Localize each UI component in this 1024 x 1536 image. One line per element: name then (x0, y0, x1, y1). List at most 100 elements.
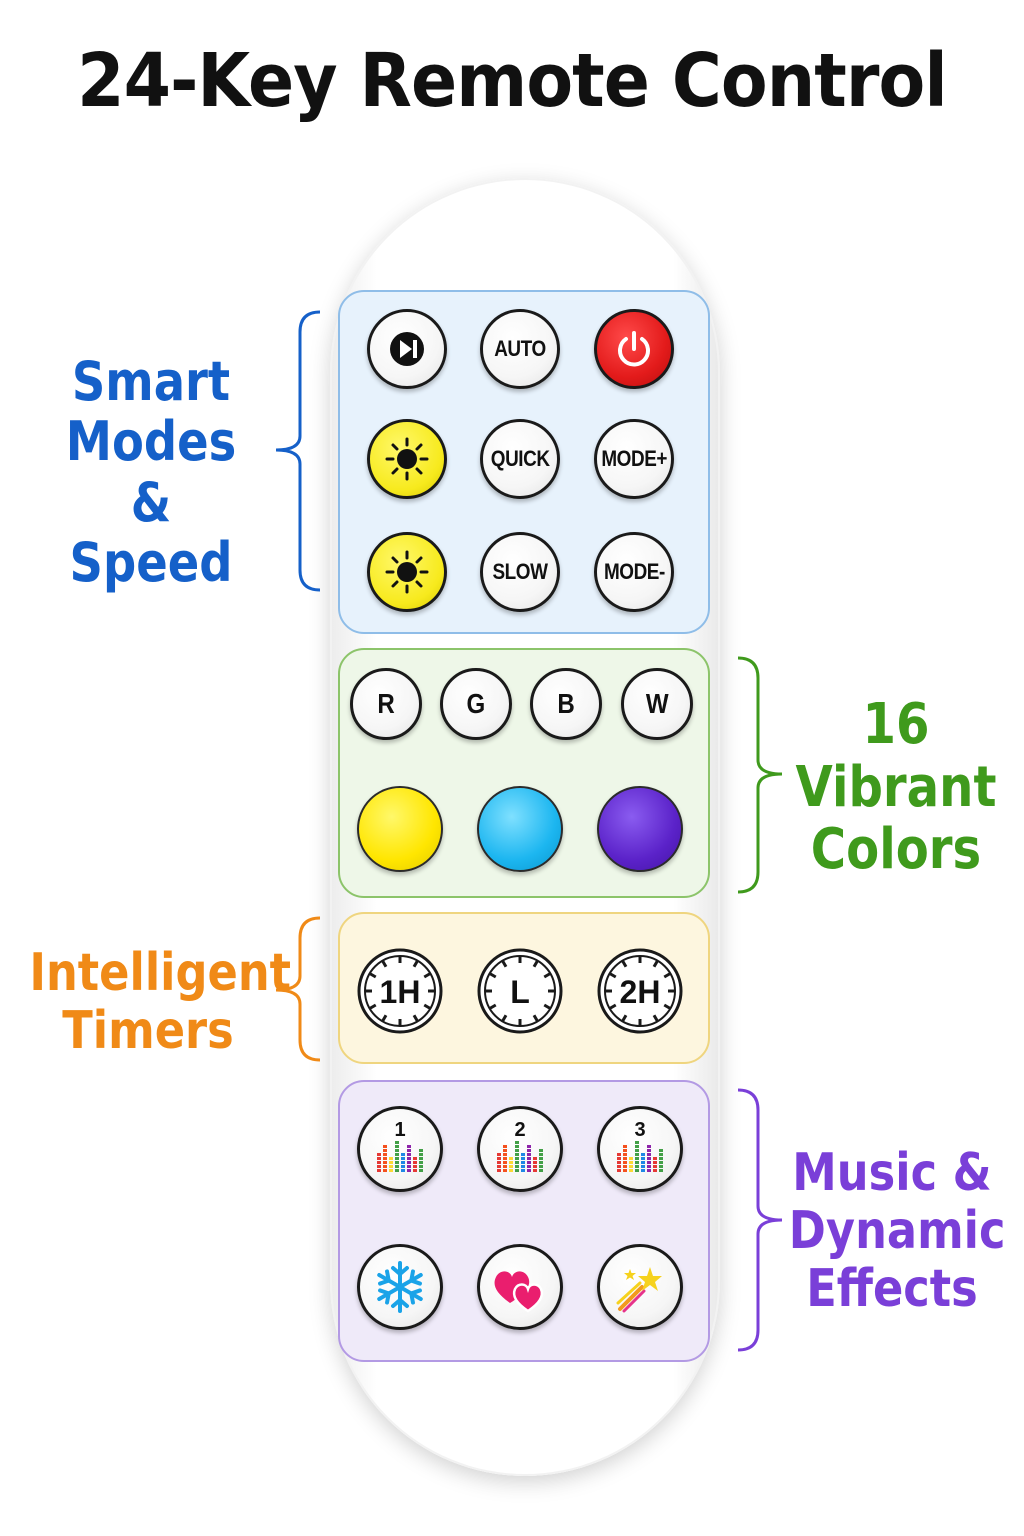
equalizer-icon: 1 (377, 1119, 423, 1172)
brightness-up-button[interactable] (367, 419, 447, 499)
power-button[interactable] (594, 309, 674, 389)
equalizer-segment (635, 1141, 639, 1144)
equalizer-segment (647, 1169, 651, 1172)
equalizer-segment (527, 1161, 531, 1164)
equalizer-segment (623, 1145, 627, 1148)
equalizer-segment (383, 1165, 387, 1168)
label-line: Timers (62, 1001, 234, 1062)
equalizer-segment (395, 1157, 399, 1160)
equalizer-segment (389, 1161, 393, 1164)
mode-plus-button[interactable]: MODE+ (594, 419, 674, 499)
label-smart-modes-speed: Smart Modes & Speed (44, 351, 259, 594)
equalizer-segment (641, 1165, 645, 1168)
cyan-color-button[interactable] (477, 786, 563, 872)
yellow-color-button[interactable] (357, 786, 443, 872)
equalizer-segment (521, 1161, 525, 1164)
clock-tick (543, 1003, 552, 1010)
equalizer-segment (395, 1153, 399, 1156)
equalizer-segment (413, 1169, 417, 1172)
snowflake-effect-button[interactable] (357, 1244, 443, 1330)
equalizer-segment (509, 1169, 513, 1172)
equalizer-segment (539, 1149, 543, 1152)
play-pause-icon (390, 332, 424, 366)
hearts-icon (494, 1271, 544, 1313)
quick-button[interactable]: QUICK (480, 419, 560, 499)
equalizer-segment (377, 1157, 381, 1160)
equalizer-segment (413, 1161, 417, 1164)
green-button[interactable]: G (440, 668, 512, 740)
red-label: R (377, 688, 395, 719)
equalizer-segment (623, 1153, 627, 1156)
play-pause-button[interactable] (367, 309, 447, 389)
white-label: W (645, 688, 669, 719)
equalizer-segment (419, 1165, 423, 1168)
clock-tick (543, 972, 552, 979)
timer-1h-button[interactable]: 1H (357, 948, 443, 1034)
label-line: Dynamic (788, 1201, 1006, 1262)
timer-2h-button[interactable]: 2H (597, 948, 683, 1034)
bracket-effects (737, 1088, 783, 1352)
equalizer-segment (503, 1169, 507, 1172)
equalizer-segment (515, 1153, 519, 1156)
music-mode-2-button[interactable]: 2 (477, 1106, 563, 1192)
sun-icon (385, 437, 429, 481)
equalizer-segment (377, 1153, 381, 1156)
equalizer-segment (641, 1157, 645, 1160)
auto-button[interactable]: AUTO (480, 309, 560, 389)
equalizer-segment (659, 1165, 663, 1168)
equalizer-segment (539, 1169, 543, 1172)
blue-button[interactable]: B (530, 668, 602, 740)
equalizer-segment (533, 1165, 537, 1168)
bracket-smart-modes (275, 310, 321, 592)
equalizer-segment (377, 1169, 381, 1172)
equalizer-segment (509, 1157, 513, 1160)
equalizer-segment (497, 1153, 501, 1156)
music-mode-1-button[interactable]: 1 (357, 1106, 443, 1192)
equalizer-segment (521, 1169, 525, 1172)
equalizer-segment (617, 1169, 621, 1172)
red-button[interactable]: R (350, 668, 422, 740)
equalizer-segment (383, 1149, 387, 1152)
slow-button[interactable]: SLOW (480, 532, 560, 612)
timer-1h-label: 1H (380, 974, 421, 1010)
clock-2h-icon: 2H (597, 948, 683, 1034)
equalizer-segment (635, 1149, 639, 1152)
shooting-star-effect-button[interactable] (597, 1244, 683, 1330)
label-line: Vibrant (795, 754, 997, 820)
equalizer-segment (623, 1157, 627, 1160)
equalizer-segment (413, 1165, 417, 1168)
equalizer-segment (647, 1157, 651, 1160)
clock-1h-icon: 1H (357, 948, 443, 1034)
equalizer-segment (635, 1157, 639, 1160)
label-line: Effects (806, 1259, 978, 1320)
equalizer-segment (623, 1161, 627, 1164)
clock-tick (381, 959, 388, 968)
brightness-down-button[interactable] (367, 532, 447, 612)
equalizer-segment (503, 1157, 507, 1160)
bracket-colors (737, 656, 783, 894)
equalizer-segment (629, 1161, 633, 1164)
green-label: G (466, 688, 486, 719)
music-mode-3-button[interactable]: 3 (597, 1106, 683, 1192)
equalizer-segment (533, 1169, 537, 1172)
equalizer-segment (617, 1157, 621, 1160)
mode-minus-button[interactable]: MODE- (594, 532, 674, 612)
equalizer-segment (641, 1153, 645, 1156)
timer-clock-button[interactable]: L (477, 948, 563, 1034)
power-icon (618, 331, 650, 367)
equalizer-segment (617, 1165, 621, 1168)
white-button[interactable]: W (621, 668, 693, 740)
equalizer-segment (401, 1169, 405, 1172)
equalizer-segment (497, 1165, 501, 1168)
slow-label: SLOW (492, 559, 548, 584)
timer-clock-label: L (510, 974, 530, 1010)
clock-tick (412, 1014, 419, 1023)
blue-label: B (557, 688, 575, 719)
clock-tick (663, 972, 672, 979)
purple-color-button[interactable] (597, 786, 683, 872)
equalizer-segment (407, 1149, 411, 1152)
equalizer-segment (623, 1165, 627, 1168)
clock-tick (381, 1014, 388, 1023)
equalizer-segment (395, 1141, 399, 1144)
hearts-effect-button[interactable] (477, 1244, 563, 1330)
